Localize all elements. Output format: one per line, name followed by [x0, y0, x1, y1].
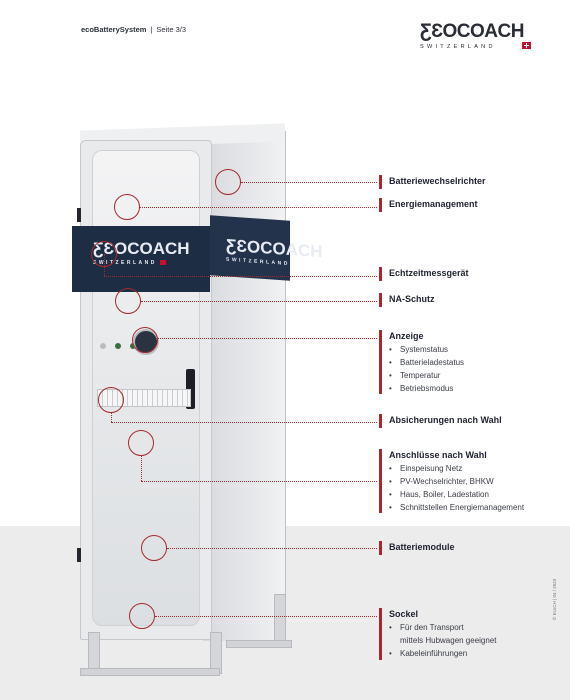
list-item: Betriebsmodus [389, 382, 464, 395]
list-item: Batterieladestatus [389, 356, 464, 369]
cabinet-logo-word: ƸƐOCOACH [93, 239, 190, 258]
brand-logo: ƸƐOCOACH SWITZERLAND [420, 22, 532, 54]
cabinet-base [80, 668, 220, 676]
logo-tagline: SWITZERLAND [420, 44, 496, 50]
list-item: Systemstatus [389, 343, 464, 356]
header-separator: | [150, 25, 153, 34]
leader-line [241, 182, 377, 183]
leader-line [141, 301, 377, 302]
callout-circle [98, 387, 124, 413]
leader-line [111, 413, 112, 422]
cabinet-logo-front: ƸƐOCOACH SWITZERLAND [93, 240, 190, 266]
swiss-flag-icon [159, 260, 166, 266]
label-marker [379, 330, 382, 394]
list-item: mittels Hubwagen geeignet [400, 636, 497, 645]
cabinet-foot [274, 594, 286, 646]
callout-circle [215, 169, 241, 195]
label-na-schutz: NA-Schutz [389, 294, 435, 304]
list-item: Für den Transport [389, 621, 497, 634]
label-anschluesse: Anschlüsse nach Wahl [389, 450, 487, 460]
leader-line [141, 456, 142, 481]
label-marker [379, 198, 382, 212]
label-marker [379, 449, 382, 513]
anzeige-list: Systemstatus Batterieladestatus Temperat… [389, 343, 464, 395]
label-echtzeitmessgeraet: Echtzeitmessgerät [389, 268, 469, 278]
copyright-note: © EcoCH | 04 / 2023 [552, 578, 557, 620]
list-item: PV-Wechselrichter, BHKW [389, 475, 524, 488]
label-absicherungen: Absicherungen nach Wahl [389, 415, 502, 425]
swiss-flag-icon [522, 42, 531, 49]
leader-line [104, 276, 377, 277]
sockel-list: Für den Transport mittels Hubwagen geeig… [389, 621, 497, 660]
led-icon [100, 343, 106, 349]
label-marker [379, 608, 382, 660]
cabinet-logo-tagline-text: SWITZERLAND [93, 260, 157, 266]
callout-circle [114, 194, 140, 220]
label-batteriewechselrichter: Batteriewechselrichter [389, 176, 486, 186]
label-energiemanagement: Energiemanagement [389, 199, 478, 209]
callout-circle [129, 603, 155, 629]
leader-line [155, 616, 377, 617]
leader-line [141, 481, 377, 482]
list-item: Schnittstellen Energiemanagement [389, 501, 524, 514]
leader-line [111, 422, 377, 423]
leader-line [140, 207, 377, 208]
label-marker [379, 175, 382, 189]
list-item: Haus, Boiler, Ladestation [389, 488, 524, 501]
led-icon [115, 343, 121, 349]
leader-line [104, 254, 105, 276]
list-item: Einspeisung Netz [389, 462, 524, 475]
callout-circle [128, 430, 154, 456]
leader-line [158, 338, 377, 339]
label-anzeige: Anzeige [389, 331, 424, 341]
product-name: ecoBatterySystem [81, 25, 147, 34]
label-marker [379, 414, 382, 428]
page-number: Seite 3/3 [156, 25, 187, 34]
cabinet-base [226, 640, 292, 648]
hinge-icon [77, 208, 81, 222]
label-marker [379, 267, 382, 281]
label-sockel: Sockel [389, 609, 419, 619]
list-item: Kabeleinführungen [389, 647, 497, 660]
callout-circle [115, 288, 141, 314]
callout-circle [132, 327, 158, 353]
callout-circle [141, 535, 167, 561]
leader-line [167, 548, 377, 549]
label-marker [379, 541, 382, 555]
cabinet-logo-tagline: SWITZERLAND [93, 260, 190, 266]
hinge-icon [77, 548, 81, 562]
label-batteriemodule: Batteriemodule [389, 542, 455, 552]
page-header: ecoBatterySystem|Seite 3/3 [81, 25, 186, 34]
label-marker [379, 293, 382, 307]
logo-word: ƸƐOCOACH [420, 21, 524, 42]
anschluesse-list: Einspeisung Netz PV-Wechselrichter, BHKW… [389, 462, 524, 514]
list-item: Temperatur [389, 369, 464, 382]
